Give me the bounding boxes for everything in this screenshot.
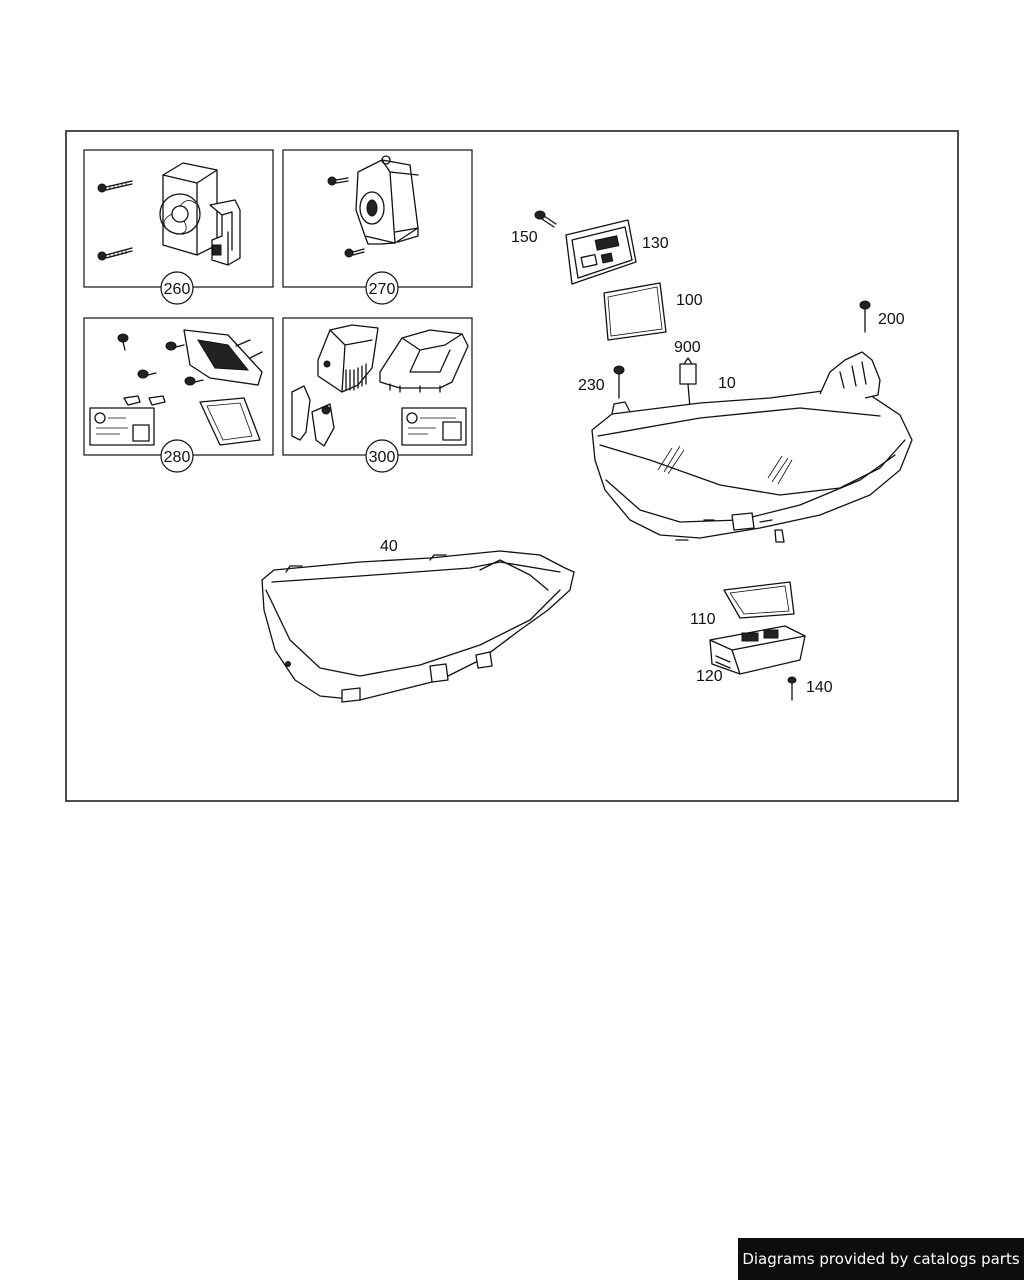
part-230[interactable]: 230 [578,365,625,399]
screw-icon [327,176,349,186]
callout-40: 40 [380,538,398,555]
motor-icon [355,155,419,245]
subassembly-270[interactable]: 270 [282,149,473,305]
screw-icon [97,247,133,261]
callout-150: 150 [511,229,538,246]
subassembly-300[interactable]: 300 [282,317,473,473]
screw-icon [534,210,557,228]
gasket-icon [199,397,261,446]
subassembly-280[interactable]: 280 [83,317,274,473]
control-unit-icon [565,219,637,285]
callout-300: 300 [369,449,396,466]
connector-icon [679,357,697,409]
headlamp-icon [591,351,913,543]
part-100[interactable]: 100 [603,282,703,341]
label-sticker-icon [89,407,155,446]
screw-icon [165,341,185,351]
callout-120: 120 [696,668,723,685]
bracket-icon [291,385,335,447]
callout-280: 280 [164,449,191,466]
part-10[interactable]: 10 [591,351,913,543]
callout-10: 10 [718,375,736,392]
bracket-icon [379,329,469,393]
bracket-icon [317,324,379,393]
callout-110: 110 [690,611,716,628]
subassembly-260[interactable]: 260 [83,149,274,305]
callout-230: 230 [578,377,605,394]
screw-icon [97,180,133,193]
screw-icon [184,376,204,386]
screw-icon [613,365,625,399]
credit-banner: Diagrams provided by catalogs parts [738,1238,1024,1280]
part-40[interactable]: 40 [261,538,575,703]
clip-icon [123,395,166,406]
part-110[interactable]: 110 [690,581,795,628]
part-150[interactable]: 150 [511,210,557,246]
callout-130: 130 [642,235,669,252]
screw-icon [787,676,797,701]
part-140[interactable]: 140 [787,676,833,701]
callout-260: 260 [164,281,191,298]
callout-200: 200 [878,311,905,328]
part-120[interactable]: 120 [696,625,806,685]
diagram-frame [65,130,959,802]
gasket-icon [723,581,795,619]
fan-icon [159,162,241,266]
callout-140: 140 [806,679,833,696]
part-900[interactable]: 900 [674,339,701,409]
part-130[interactable]: 130 [565,219,669,285]
label-sticker-icon [401,407,467,446]
housing-icon [261,550,575,703]
screw-icon [117,333,129,351]
screw-icon [859,300,871,333]
bracket-icon [183,329,263,386]
part-200[interactable]: 200 [859,300,905,333]
screw-icon [344,248,365,258]
screw-icon [137,369,157,379]
callout-270: 270 [369,281,396,298]
callout-100: 100 [676,292,703,309]
callout-900: 900 [674,339,701,356]
control-unit-icon [709,625,806,675]
gasket-icon [603,282,667,341]
